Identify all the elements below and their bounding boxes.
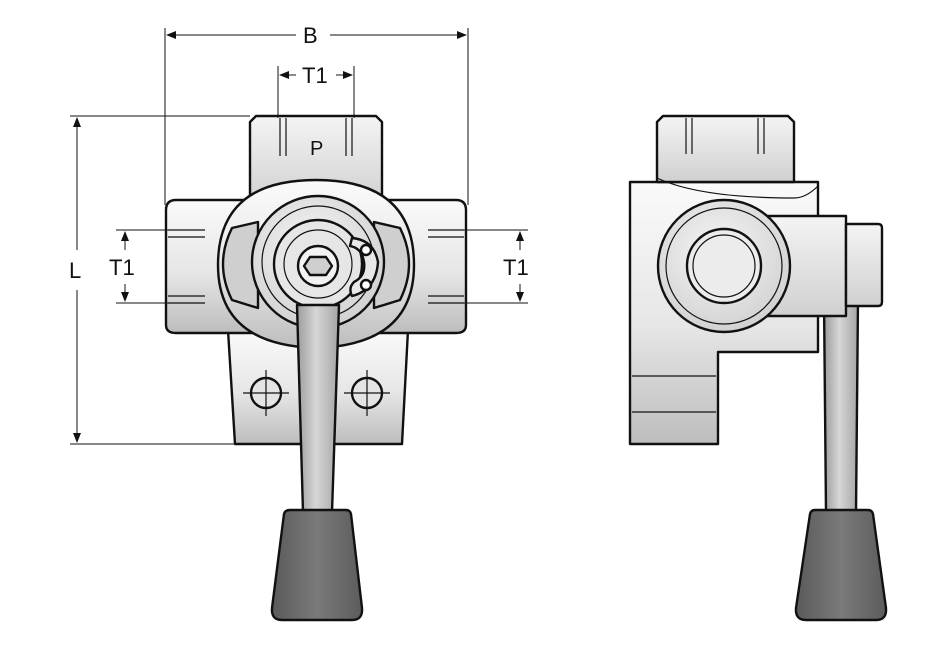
clip-hole-bottom-icon: [359, 278, 373, 292]
side-view: [628, 114, 888, 622]
mounting-hole-left: [243, 370, 289, 416]
clip-hole-top-icon: [359, 243, 373, 257]
dimension-t1-left-label: T1: [109, 255, 135, 280]
side-rotor-inner: [685, 227, 763, 305]
handle-grip[interactable]: [270, 508, 364, 622]
handle-stem[interactable]: [295, 303, 341, 514]
mounting-hole-right: [344, 370, 390, 416]
side-shaft-end: [844, 222, 884, 308]
pressure-port-label: P: [310, 138, 323, 160]
hex-socket-icon: [302, 255, 334, 277]
side-top-port: [655, 114, 796, 184]
side-handle-stem[interactable]: [822, 298, 860, 514]
dimension-t1-right-label: T1: [503, 255, 529, 280]
dimension-t1-top-label: T1: [302, 63, 328, 88]
rotor-lobe-right: [372, 220, 411, 310]
side-handle-grip[interactable]: [794, 508, 888, 622]
dimension-l-label: L: [69, 258, 81, 283]
dimensions: B T1 L T1 T1: [69, 23, 529, 445]
rotor-lobe-left: [221, 220, 260, 310]
front-view: P: [164, 114, 468, 622]
dimension-b-label: B: [303, 23, 318, 48]
